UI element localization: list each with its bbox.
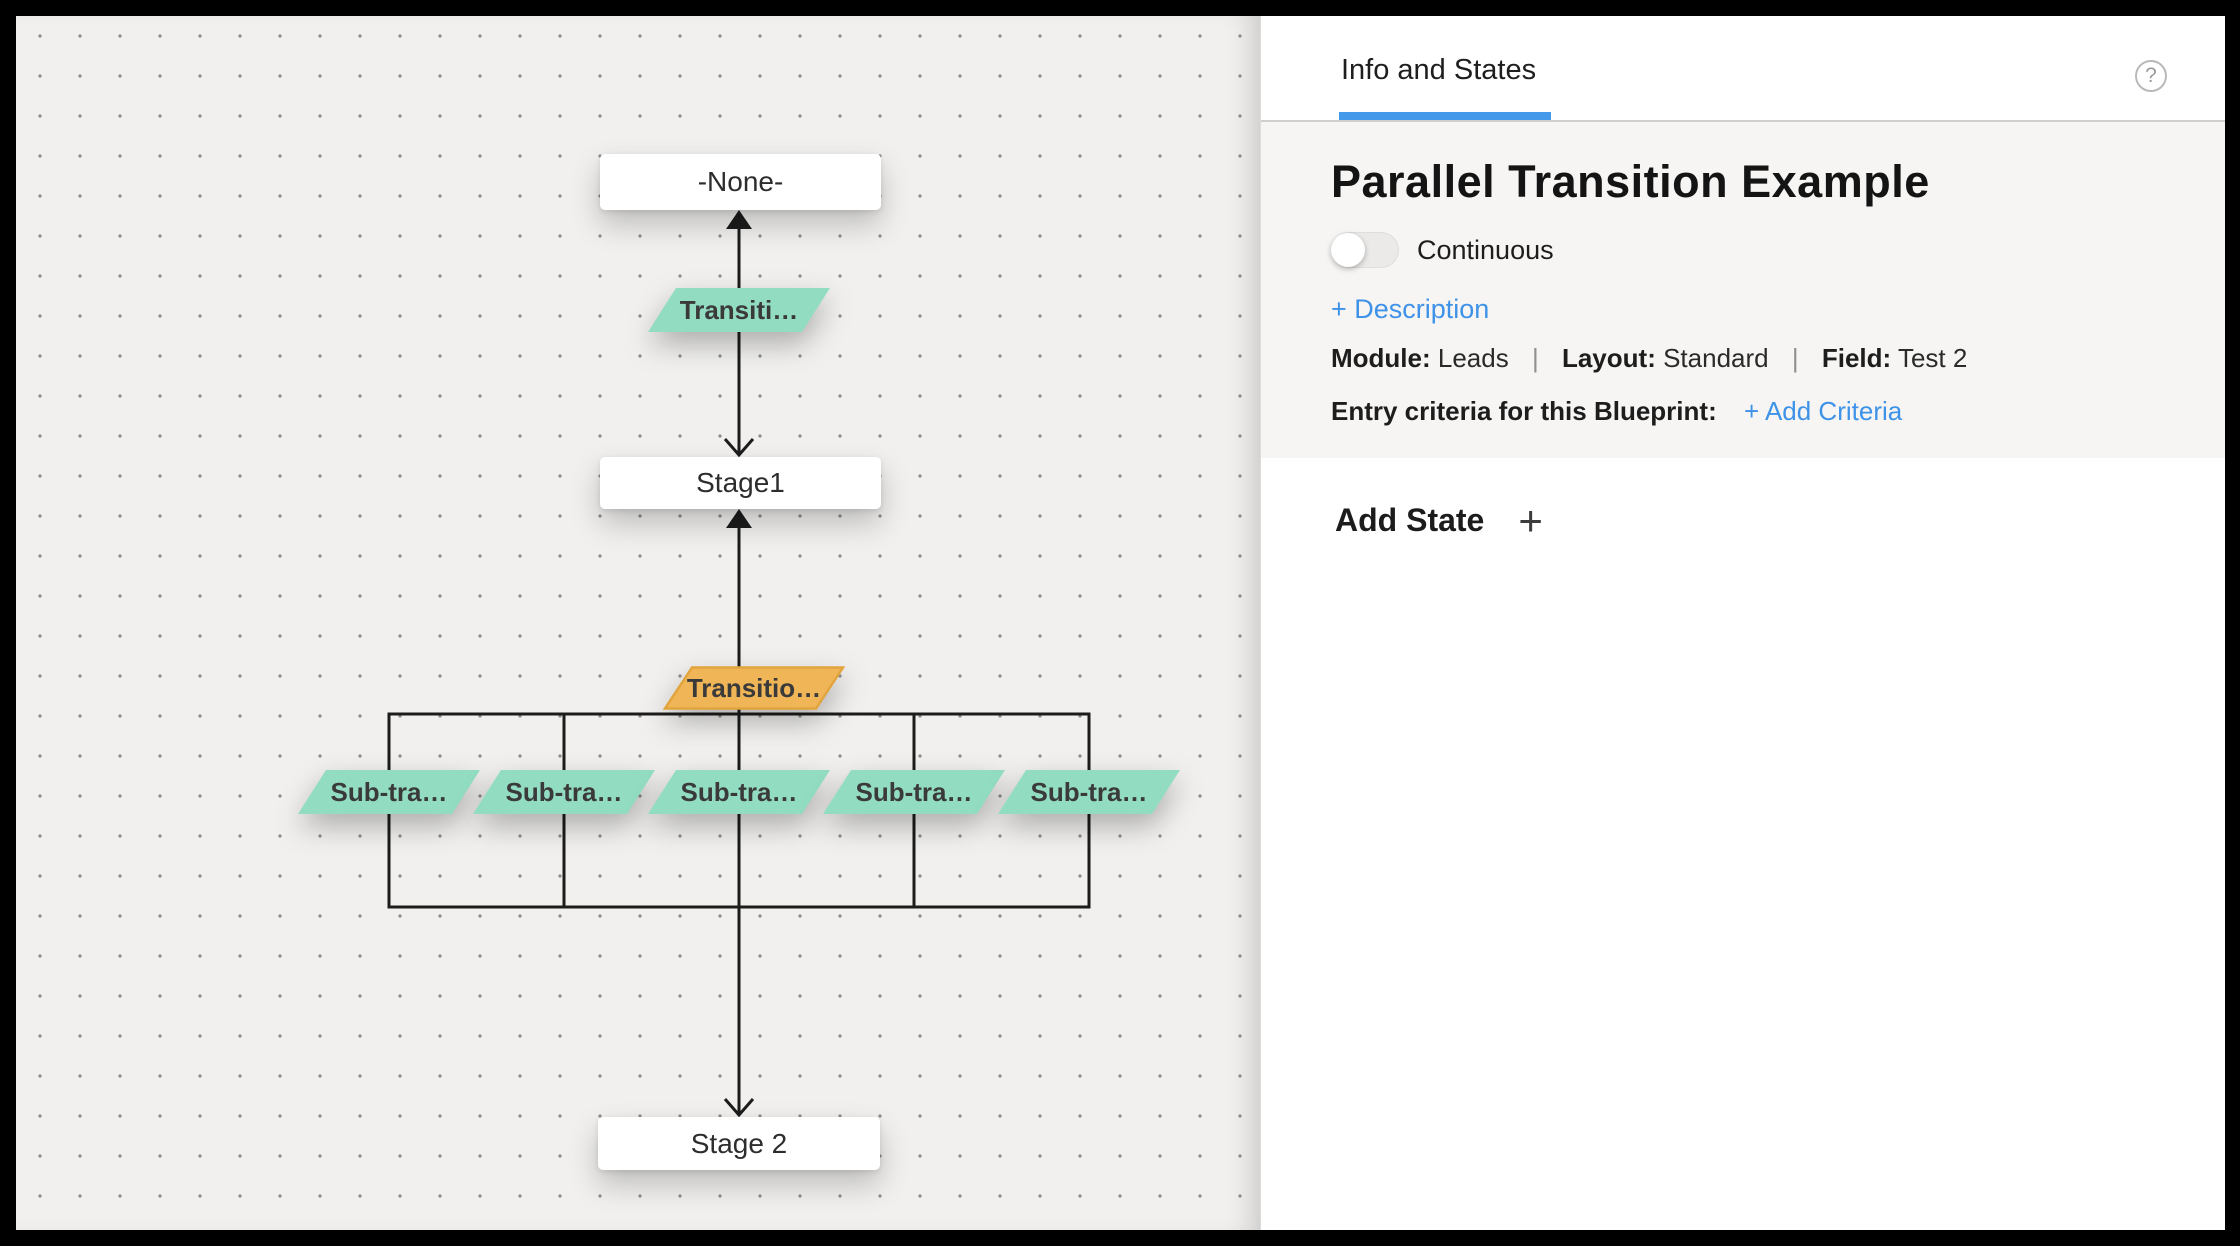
- source-anchor-stage1: [726, 509, 752, 528]
- continuous-label: Continuous: [1417, 234, 1554, 265]
- info-panel: Info and States ? Parallel Transition Ex…: [1260, 16, 2225, 1230]
- tab-label: Info and States: [1341, 54, 1537, 86]
- module-label: Module:: [1331, 343, 1431, 373]
- parallelogram-icon: [473, 770, 655, 814]
- continuous-toggle[interactable]: [1331, 232, 1399, 268]
- sub-transition-label: Sub-tra…: [855, 776, 973, 807]
- sub-transition-shape-4[interactable]: Sub-tra…: [823, 770, 1005, 814]
- state-node-stage2-label: Stage 2: [690, 1127, 788, 1159]
- sub-transition-shape-1[interactable]: Sub-tra…: [298, 770, 480, 814]
- continuous-toggle-row: Continuous: [1331, 232, 2185, 268]
- sub-transition-label: Sub-tra…: [505, 776, 623, 807]
- parallelogram-icon: [648, 288, 830, 332]
- parallelogram-icon: [998, 770, 1180, 814]
- blueprint-meta: Module: Leads | Layout: Standard | Field…: [1331, 343, 2185, 374]
- source-anchor-none: [726, 210, 752, 229]
- layout-label: Layout:: [1561, 343, 1656, 373]
- blueprint-info-section: Parallel Transition Example Continuous +…: [1261, 122, 2225, 458]
- add-state-button[interactable]: Add State +: [1335, 496, 2225, 544]
- state-node-stage1-label: Stage1: [696, 467, 785, 498]
- field-value: Test 2: [1897, 343, 1968, 373]
- transition-shape-parallel[interactable]: Transitio…: [663, 666, 845, 710]
- toggle-knob: [1331, 233, 1365, 267]
- meta-separator: |: [1531, 343, 1539, 373]
- plus-icon: +: [1518, 496, 1543, 544]
- sub-transition-label: Sub-tra…: [330, 776, 448, 807]
- help-icon[interactable]: ?: [2135, 60, 2167, 92]
- page-title: Parallel Transition Example: [1331, 156, 1930, 207]
- field-label: Field:: [1821, 343, 1892, 373]
- state-node-none[interactable]: -None-: [600, 154, 881, 210]
- sub-transition-shape-2[interactable]: Sub-tra…: [473, 770, 655, 814]
- state-node-stage2[interactable]: Stage 2: [598, 1117, 880, 1170]
- tab-info-and-states[interactable]: Info and States: [1341, 54, 1536, 87]
- sub-transition-label: Sub-tra…: [680, 776, 798, 807]
- blueprint-canvas[interactable]: -None- Transiti… Stage1 Transitio… Sub-t…: [16, 16, 1260, 1230]
- sub-transition-shape-3[interactable]: Sub-tra…: [648, 770, 830, 814]
- layout-value: Standard: [1663, 343, 1769, 373]
- module-value: Leads: [1437, 343, 1509, 373]
- panel-tabbar: Info and States ?: [1261, 16, 2225, 122]
- arrowhead-into-stage1: [723, 438, 755, 458]
- app-window: -None- Transiti… Stage1 Transitio… Sub-t…: [16, 16, 2225, 1230]
- parallelogram-icon: [648, 770, 830, 814]
- state-node-none-label: -None-: [697, 166, 784, 197]
- transition-label: Transiti…: [679, 294, 799, 325]
- state-node-stage1[interactable]: Stage1: [600, 457, 881, 509]
- entry-criteria-row: Entry criteria for this Blueprint: + Add…: [1331, 396, 2185, 427]
- entry-criteria-label: Entry criteria for this Blueprint:: [1331, 396, 1717, 426]
- add-criteria-link[interactable]: + Add Criteria: [1743, 396, 1903, 426]
- parallelogram-icon: [823, 770, 1005, 814]
- sub-transition-label: Sub-tra…: [1030, 776, 1148, 807]
- add-state-label: Add State: [1335, 502, 1485, 538]
- transition-shape-first[interactable]: Transiti…: [648, 288, 830, 332]
- active-tab-indicator: [1339, 112, 1551, 120]
- arrowhead-into-stage2: [723, 1098, 755, 1118]
- meta-separator: |: [1791, 343, 1799, 373]
- help-icon-glyph: ?: [2145, 64, 2157, 87]
- parallelogram-icon: [298, 770, 480, 814]
- sub-transition-shape-5[interactable]: Sub-tra…: [998, 770, 1180, 814]
- transition-label: Transitio…: [686, 672, 822, 703]
- add-description-link[interactable]: + Description: [1331, 294, 1490, 324]
- parallelogram-icon: [663, 666, 845, 710]
